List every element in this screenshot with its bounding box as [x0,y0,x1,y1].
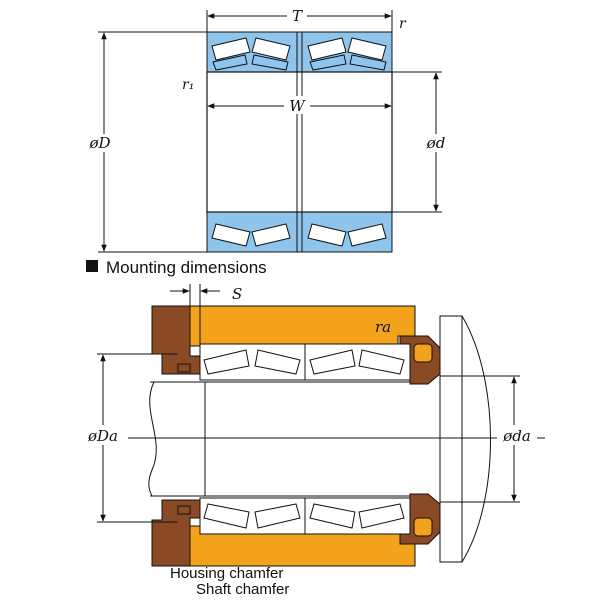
mount-upper-rollers [203,349,405,375]
top-lower-rollers [211,223,387,247]
spacer-upper [177,363,191,373]
seal-lower [413,517,433,537]
mount-lower-rollers [203,503,405,529]
label-T: T [292,7,303,25]
spacer-lower [177,505,191,515]
filled-square-icon [86,260,98,272]
label-ra: ra [375,318,391,336]
label-Da-bg [80,425,126,445]
shaft-break-right [461,315,491,563]
label-d-bg [420,134,452,152]
label-da-bg [497,425,537,445]
label-Da: øDa [87,427,118,445]
label-da: øda [502,427,531,445]
mounting-view: S ra øDa øda Housing chamfer Shaft chamf… [80,284,545,598]
note-shaft-chamfer: Shaft chamfer [196,581,289,598]
label-r: r [399,16,407,32]
label-D-bg [80,134,120,152]
label-W-bg [284,96,310,114]
label-T-bg [287,6,307,24]
seal-upper [413,343,433,363]
top-upper-rollers [211,37,387,71]
label-W: W [289,97,306,115]
label-d: ød [426,134,446,152]
note-housing-chamfer: Housing chamfer [170,565,283,582]
top-bearing-view: T r øD r₁ W ød [80,6,452,253]
shaft-flange [439,315,463,563]
shaft-break-left [148,381,157,497]
section-heading-text: Mounting dimensions [106,258,267,277]
section-heading: Mounting dimensions [86,258,267,277]
top-bore [206,71,393,213]
label-S: S [232,285,242,303]
label-r1: r₁ [182,77,194,93]
label-D: øD [88,134,110,152]
